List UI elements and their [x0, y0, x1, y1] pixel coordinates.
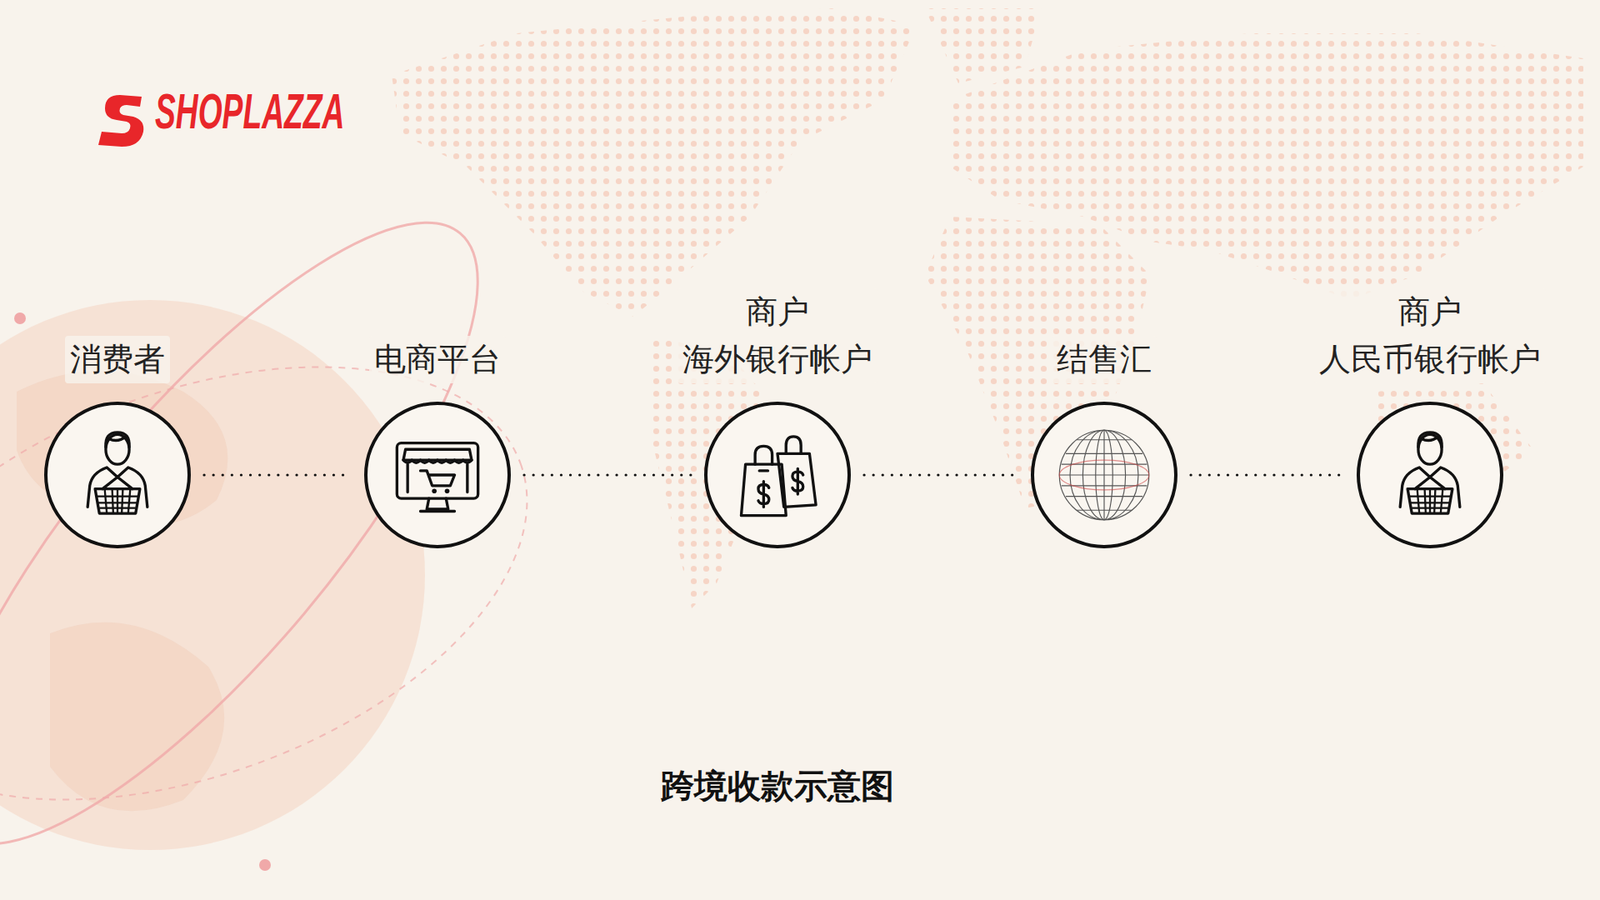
node-label: 商户 海外银行帐户: [677, 288, 878, 384]
flow-node: 结售汇: [1030, 241, 1178, 549]
money-bags-icon: [724, 421, 831, 529]
dotted-connector: [864, 473, 1018, 476]
logo-mark: [98, 95, 144, 147]
globe-disc: [0, 300, 425, 850]
world-dot-map: [391, 8, 1584, 609]
flow-node: 消费者: [44, 241, 191, 549]
node-label: 商户 人民币银行帐户: [1314, 288, 1546, 384]
shopper-icon: [1376, 421, 1484, 529]
orbit-dot: [14, 312, 26, 325]
flow-node: 电商平台: [364, 241, 511, 549]
continent: [391, 8, 917, 317]
flow-node: 商户 海外银行帐户: [677, 241, 878, 549]
globe-icon: [1050, 421, 1158, 529]
node-circle: [704, 401, 851, 549]
orbit-line: [0, 153, 556, 900]
dotted-connector: [524, 473, 691, 476]
orbit-line: [0, 283, 586, 884]
node-circle: [44, 401, 191, 549]
node-label: 电商平台: [369, 335, 506, 384]
continent: [925, 8, 1042, 84]
dotted-connector: [204, 473, 351, 476]
logo-s-shape: [98, 95, 144, 147]
node-circle: [1356, 401, 1504, 549]
node-circle: [364, 401, 511, 549]
globe-illustration: [0, 153, 586, 900]
store-icon: [384, 421, 491, 529]
node-label: 结售汇: [1051, 335, 1157, 384]
node-label: 消费者: [65, 335, 170, 384]
node-circle: [1030, 401, 1178, 549]
dotted-connector: [1190, 473, 1344, 476]
flow-node: 商户 人民币银行帐户: [1314, 241, 1546, 549]
shopper-icon: [64, 421, 171, 529]
logo-wordmark: SHOPLAZZA: [155, 86, 345, 137]
globe-land: [50, 622, 225, 812]
diagram-caption: 跨境收款示意图: [660, 763, 895, 810]
orbit-dot: [259, 859, 271, 871]
